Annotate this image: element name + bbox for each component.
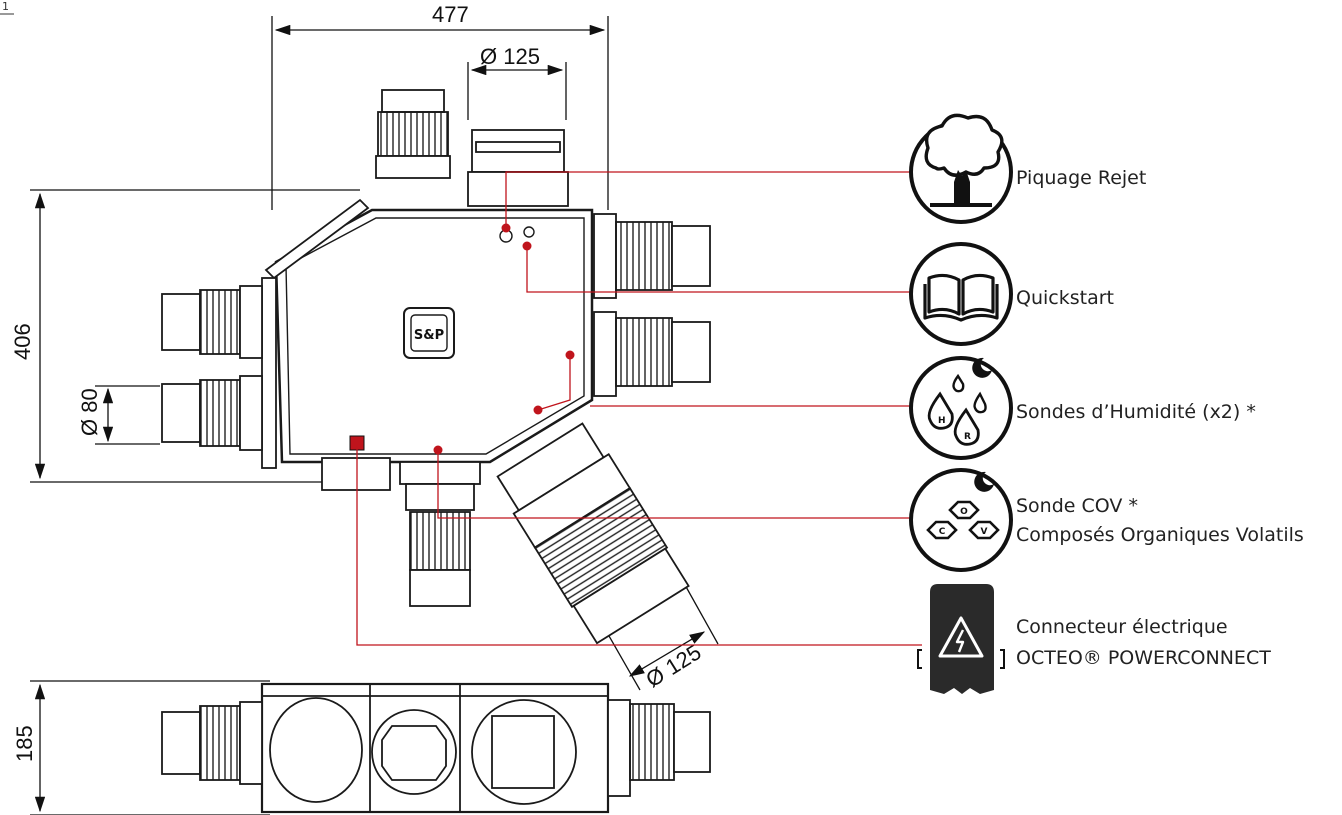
right-lower-pipe	[593, 311, 711, 397]
dim-height-406: 406	[10, 323, 35, 360]
bottom-pipe	[399, 461, 481, 607]
dim-depth-185: 185	[12, 725, 37, 762]
bottom-connector-housing	[321, 457, 391, 491]
legend-sondes-humidite: Sondes d’Humidité (x2) *	[1016, 401, 1256, 423]
dim-width-477: 477	[432, 2, 469, 27]
left-lower-pipe	[161, 375, 263, 451]
voc-letter-o: O	[960, 507, 968, 517]
legend-sonde-cov: Sonde COV *	[1016, 495, 1138, 517]
legend-piquage-rejet: Piquage Rejet	[1016, 167, 1146, 189]
dimension-lines	[30, 16, 719, 815]
legend-composes-organiques: Composés Organiques Volatils	[1016, 524, 1304, 546]
unit-side-view	[161, 682, 711, 814]
humidity-letter-r: R	[964, 432, 971, 442]
legend-octeo-powerconnect: OCTEO® POWERCONNECT	[1016, 647, 1271, 669]
voc-icon: O C V	[909, 468, 1013, 572]
corner-mark: 1	[2, 0, 9, 13]
tree-icon	[909, 113, 1013, 224]
voc-letter-v: V	[981, 527, 988, 537]
legend-quickstart: Quickstart	[1016, 287, 1114, 309]
leader-lines	[356, 171, 922, 646]
right-upper-pipe	[593, 213, 711, 299]
dim-top-pipe-diameter: Ø 125	[480, 44, 540, 69]
book-icon	[909, 242, 1013, 346]
voc-letter-c: C	[939, 527, 946, 537]
diagonal-pipe	[496, 422, 690, 645]
top-right-pipe	[467, 129, 569, 207]
humidity-letter-h: H	[938, 416, 946, 426]
left-upper-pipe	[161, 285, 263, 359]
humidity-icon: H R	[909, 356, 1013, 460]
power-connector-icon	[917, 584, 1005, 694]
unit-top-view: S&P	[161, 89, 711, 645]
dim-diag-pipe-diameter: Ø 125	[641, 639, 705, 692]
dim-side-pipe-diameter: Ø 80	[77, 388, 102, 436]
leader-dots	[433, 223, 575, 455]
brand-logo: S&P	[414, 328, 444, 343]
top-left-pipe	[375, 89, 451, 179]
legend-connecteur-electrique: Connecteur électrique	[1016, 616, 1228, 638]
